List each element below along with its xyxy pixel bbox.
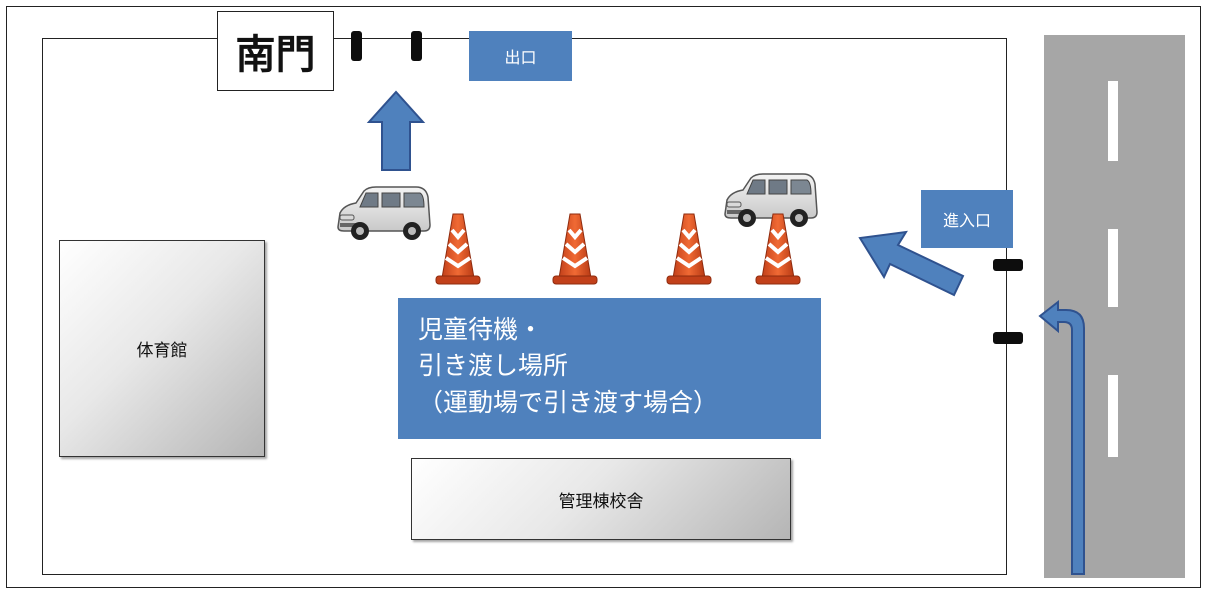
traffic-cone-icon bbox=[434, 212, 482, 286]
admin-building: 管理棟校舎 bbox=[411, 458, 791, 540]
gate-post bbox=[993, 259, 1023, 271]
car-icon bbox=[337, 186, 431, 241]
lane-marking bbox=[1108, 229, 1118, 307]
exit-label: 出口 bbox=[469, 31, 572, 81]
road-turn-arrow-icon bbox=[1038, 299, 1085, 575]
gate-post bbox=[351, 31, 362, 61]
entrance-label: 進入口 bbox=[921, 190, 1013, 248]
gate-post bbox=[993, 332, 1023, 344]
admin-building-label: 管理棟校舎 bbox=[558, 491, 644, 512]
lane-marking bbox=[1108, 375, 1118, 457]
traffic-cone-icon bbox=[551, 212, 599, 286]
exit-arrow-icon bbox=[366, 90, 426, 171]
waiting-area: 児童待機・ 引き渡し場所 （運動場で引き渡す場合） bbox=[398, 298, 821, 439]
gate-post bbox=[411, 31, 422, 61]
waiting-area-line: 児童待機・ bbox=[418, 315, 544, 344]
south-gate-label: 南門 bbox=[217, 11, 334, 91]
entry-arrow-icon bbox=[858, 230, 965, 297]
waiting-area-line: 引き渡し場所 bbox=[418, 351, 569, 381]
traffic-cone-icon bbox=[665, 212, 713, 286]
road bbox=[1044, 35, 1185, 578]
gymnasium-label: 体育館 bbox=[136, 341, 188, 361]
car-icon bbox=[724, 173, 818, 228]
map-frame bbox=[6, 6, 1201, 588]
lane-marking bbox=[1108, 81, 1118, 161]
waiting-area-line: （運動場で引き渡す場合） bbox=[418, 387, 719, 417]
gymnasium-building: 体育館 bbox=[59, 240, 265, 457]
